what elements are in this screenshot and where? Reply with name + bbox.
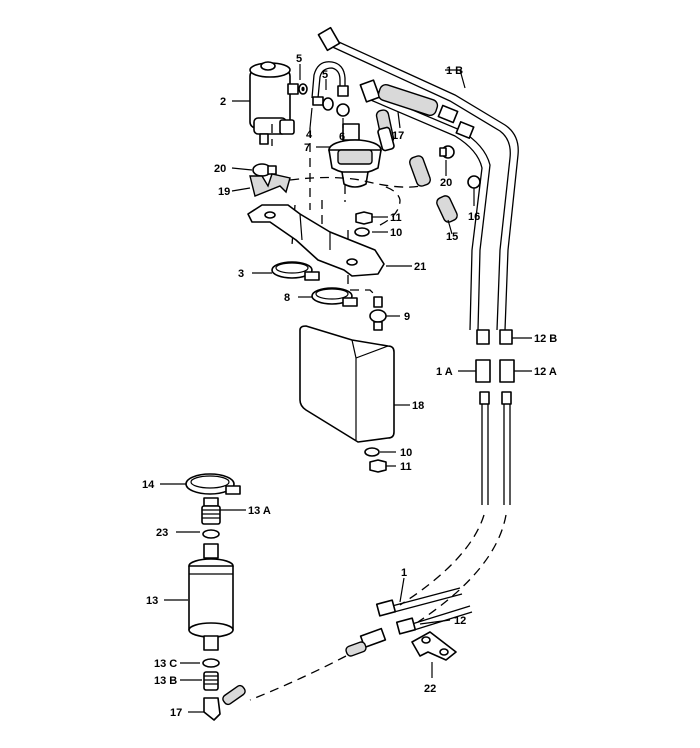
heat-shield-18 [299,325,395,443]
fitting-5a [287,83,308,95]
callout-1a: 1 A [436,366,453,378]
fitting-13b [203,671,219,691]
leader-lines [160,64,532,713]
callout-1b: 1 B [446,65,463,77]
bracket-clip-22 [411,631,457,661]
callout-18: 18 [412,400,424,412]
callout-12b: 12 B [534,333,557,345]
clip-10a [354,227,370,237]
washer-13c [202,658,220,668]
callout-16: 16 [468,211,480,223]
hose-19 [249,173,291,197]
clamp-16 [467,175,481,189]
callout-4: 4 [306,129,313,141]
callout-5a: 5 [296,53,302,65]
callout-17b: 17 [170,707,182,719]
hose-17-lower [345,627,387,657]
callout-14: 14 [142,479,155,491]
callout-12a: 12 A [534,366,557,378]
callout-13b: 13 B [154,675,177,687]
hose-17-upper [377,83,475,139]
regulator-outlet [377,126,395,152]
callout-1: 1 [401,567,407,579]
callout-19: 19 [218,186,230,198]
callout-17a: 17 [392,130,404,142]
callout-13a: 13 A [248,505,271,517]
hose-right-short [409,155,431,187]
fitting-5b [337,85,349,97]
hose-17-bottom [203,684,246,721]
pressure-regulator-7 [328,123,382,188]
routing-dash-2 [379,184,401,226]
hose-15 [436,195,458,223]
callout-23: 23 [156,527,168,539]
callout-7: 7 [304,142,310,154]
callout-13: 13 [146,595,158,607]
callout-9: 9 [404,311,410,323]
callout-3: 3 [238,268,244,280]
washer-4 [322,97,334,111]
callout-10a: 10 [390,227,402,239]
nut-11a [355,211,373,225]
clamp-20b [439,145,455,159]
callout-12: 12 [454,615,466,627]
callout-11b: 11 [400,461,412,473]
callout-22: 22 [424,683,436,695]
fitting-13a [201,497,221,525]
callout-6: 6 [339,131,345,143]
ring-4 [312,96,324,106]
top-union-fitting [317,26,381,103]
bracket-21 [247,204,385,277]
callout-13c: 13 C [154,658,177,670]
washer-6 [336,103,350,117]
callout-labels: 1 B 2 5 5 4 6 7 17 20 19 20 16 15 11 10 … [142,53,557,719]
clip-10b [364,447,380,457]
washer-23 [202,529,220,539]
fuel-pump-2 [249,61,295,145]
callout-21: 21 [414,261,426,273]
hose-clamp-14 [185,473,241,495]
callout-5b: 5 [322,69,328,81]
callout-15: 15 [446,231,458,243]
union-12b [476,329,513,345]
routing-dash-1 [289,176,421,188]
damper-9 [369,296,387,331]
hose-clamp-3 [271,261,320,281]
nut-11b [369,459,387,473]
callout-20b: 20 [440,177,452,189]
callout-8: 8 [284,292,290,304]
hose-clamp-8 [311,287,358,307]
union-1a-12a [475,359,515,383]
callout-2: 2 [220,96,226,108]
callout-10b: 10 [400,447,412,459]
line-1-lower [375,587,463,617]
routing-dash-lower [249,655,347,701]
callout-20a: 20 [214,163,226,175]
fuel-filter-13 [188,543,234,651]
lower-lines [399,391,512,623]
callout-11a: 11 [390,212,402,224]
pipe-bent-top [311,61,346,99]
